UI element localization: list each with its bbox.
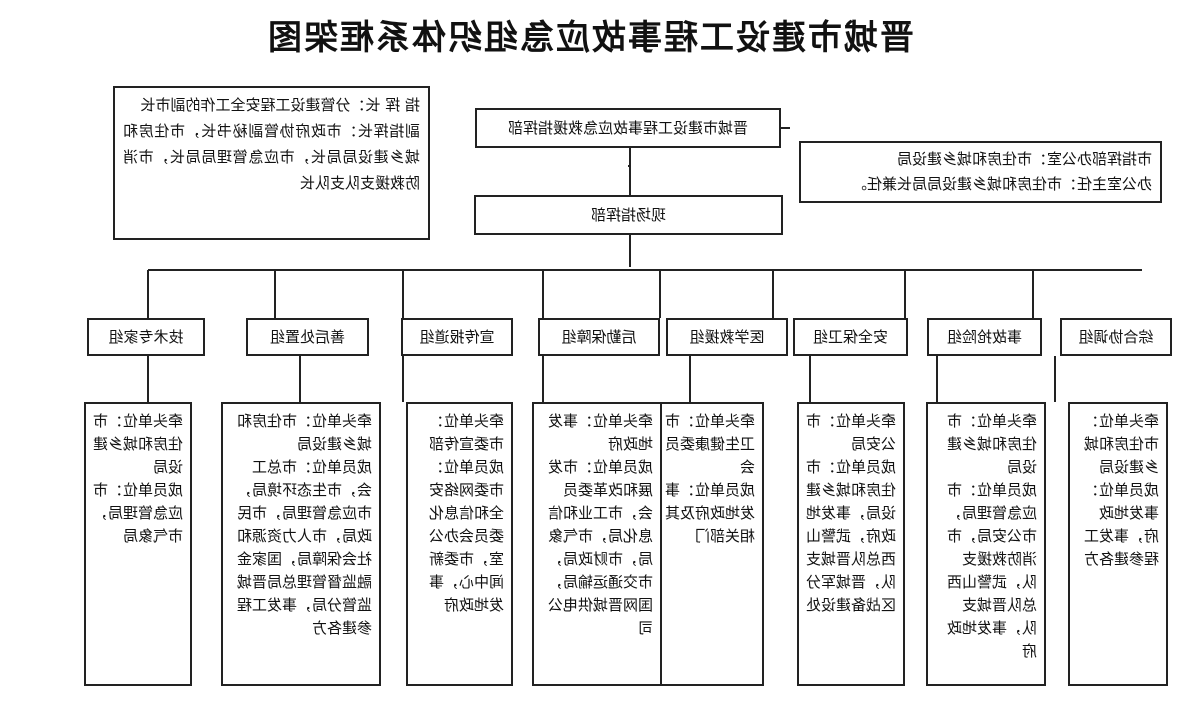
group-detail-1: 牵头单位：市住房和城乡建设局 成员单位：市应急管理局，市公安局，市消防救援支队，… [926, 402, 1046, 686]
group-detail-0: 牵头单位：市住房和城乡建设局 成员单位：事发地政府，事发工程参建各方 [1068, 402, 1168, 686]
group-detail-7: 牵头单位：市住房和城乡建设局 成员单位：市应急管理局，市气象局 [84, 402, 192, 686]
group-detail-4: 牵头单位：事发地政府 成员单位：市发展和改革委员会，市工业和信息化局，市气象局，… [532, 402, 662, 686]
group-box-6: 善后处置组 [246, 318, 369, 356]
group-detail-2: 牵头单位：市公安局 成员单位：市住房和城乡建设局，事发地政府，武警山西总队晋城支… [797, 402, 905, 686]
group-box-2: 安全保卫组 [793, 318, 908, 356]
group-box-5: 宣传报道组 [401, 318, 513, 356]
group-detail-3: 牵头单位：市卫生健康委员会 成员单位：事发地政府及其相关部门 [654, 402, 764, 686]
onsite-hq-box: 现场指挥部 [474, 195, 783, 235]
group-box-0: 综合协调组 [1060, 318, 1172, 356]
commander-note-box: 指 挥 长：分管建设工程安全工作的副市长 副指挥长：市政府协管副秘书长，市住房和… [113, 86, 430, 240]
group-box-1: 事故抢险组 [927, 318, 1042, 356]
office-note-box: 市指挥部办公室：市住房和城乡建设局 办公室主任：市住房和城乡建设局局长兼任。 [799, 141, 1162, 203]
group-box-7: 技术专家组 [87, 318, 205, 356]
command-hq-box: 晋城市建设工程事故应急救援指挥部 [475, 108, 781, 148]
group-box-3: 医学救援组 [666, 318, 788, 356]
group-detail-6: 牵头单位：市住房和城乡建设局 成员单位：市总工会，市生态环境局，市应急管理局，市… [221, 402, 381, 686]
group-box-4: 后勤保障组 [538, 318, 660, 356]
group-detail-5: 牵头单位：市委宣传部 成员单位：市委网络安全和信息化委员会办公室，市委新闻中心，… [406, 402, 513, 686]
